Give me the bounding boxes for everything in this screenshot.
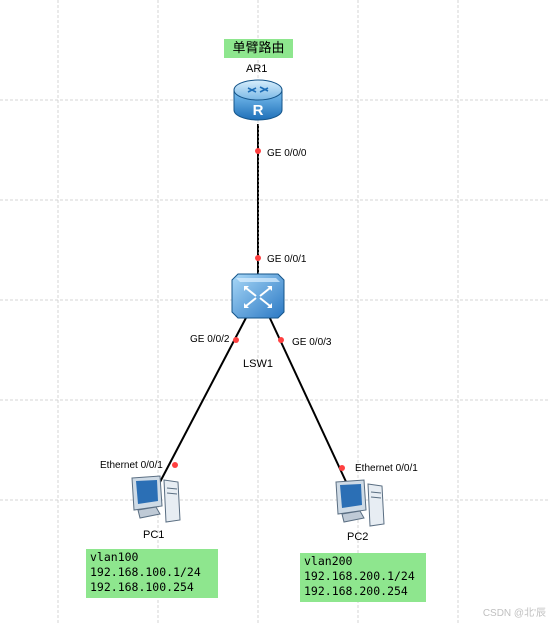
diagram-title: 单臂路由: [224, 39, 293, 58]
switch-icon[interactable]: [231, 273, 285, 319]
pc1-icon[interactable]: [131, 475, 181, 523]
router-icon[interactable]: R: [233, 79, 283, 121]
pc2-note-line: 192.168.200.1/24: [304, 569, 415, 583]
switch-left-port-label: GE 0/0/2: [190, 334, 230, 345]
port-dot-lsw1-up: [255, 255, 261, 261]
port-dot-pc2: [339, 465, 345, 471]
svg-text:R: R: [253, 102, 264, 119]
router-port-label: GE 0/0/0: [267, 148, 307, 159]
pc2-note-line: vlan200: [304, 554, 353, 568]
port-dot-pc1: [172, 462, 178, 468]
pc1-name: PC1: [143, 529, 165, 541]
pc1-note-line: 192.168.100.1/24: [90, 565, 201, 579]
pc2-note-line: 192.168.200.254: [304, 584, 408, 598]
port-dot-lsw1-left: [233, 337, 239, 343]
pc1-port-label: Ethernet 0/0/1: [100, 460, 163, 471]
switch-name: LSW1: [243, 358, 273, 370]
pc1-note: vlan100 192.168.100.1/24 192.168.100.254: [86, 549, 218, 598]
switch-right-port-label: GE 0/0/3: [292, 337, 332, 348]
port-dot-ar1: [255, 148, 261, 154]
switch-uplink-port-label: GE 0/0/1: [267, 254, 307, 265]
watermark: CSDN @北'辰: [482, 608, 546, 619]
pc1-note-line: 192.168.100.254: [90, 580, 194, 594]
pc2-icon[interactable]: [335, 479, 385, 527]
pc1-note-line: vlan100: [90, 550, 139, 564]
link-lsw1-pc1: [159, 313, 249, 483]
pc2-port-label: Ethernet 0/0/1: [355, 463, 418, 474]
pc2-note: vlan200 192.168.200.1/24 192.168.200.254: [300, 553, 426, 602]
pc2-name: PC2: [347, 531, 369, 543]
port-dot-lsw1-right: [278, 337, 284, 343]
port-dots: [172, 148, 345, 471]
router-name: AR1: [246, 63, 268, 75]
